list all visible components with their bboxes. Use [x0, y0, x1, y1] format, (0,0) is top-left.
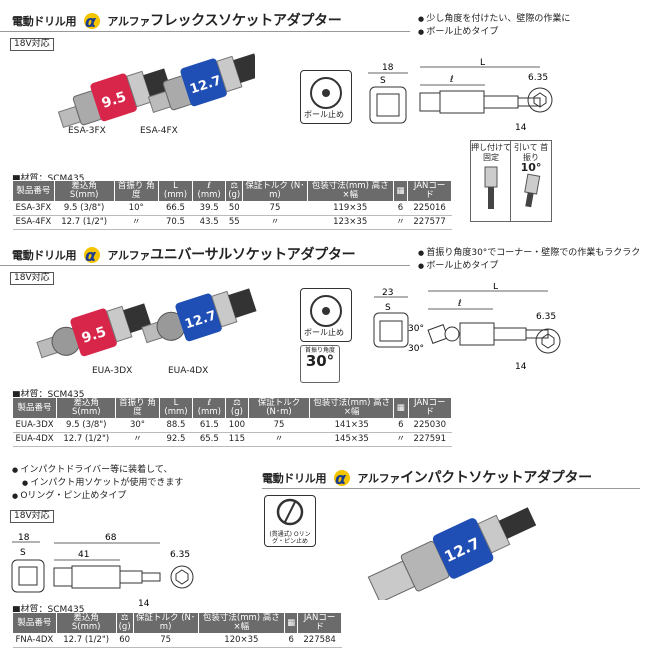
svg-text:14: 14	[138, 599, 150, 609]
section2-rule	[0, 265, 410, 266]
section1-tool-image: 9.5 12.7	[57, 53, 255, 128]
svg-text:L: L	[493, 283, 498, 292]
svg-text:18: 18	[382, 63, 394, 73]
weight-icon: ⚖	[233, 398, 241, 408]
table-header-row: 製品番号 差込角 S(mm) 首振り 角度 L (mm) ℓ (mm) ⚖(g)…	[12, 180, 452, 202]
section3-bullets: インパクトドライバー等に装着して、 インパクト用ソケットが使用できます Oリング…	[12, 464, 183, 503]
tool-label-eua-3dx: EUA-3DX	[92, 366, 133, 376]
svg-text:23: 23	[382, 288, 393, 298]
svg-text:68: 68	[105, 533, 117, 543]
section1-dimension-diagram: 18 S L ℓ 14 6.35	[368, 58, 553, 133]
svg-text:6.35: 6.35	[536, 312, 556, 322]
svg-text:S: S	[20, 548, 26, 558]
section3-title: 電動ドリル用 α アルファインパクトソケットアダプター	[262, 469, 592, 487]
svg-text:14: 14	[515, 362, 527, 372]
svg-text:ℓ: ℓ	[449, 75, 454, 85]
oring-pin-badge: (貫通式) Oリング・ピン止め	[264, 495, 316, 547]
col-header: ℓ (mm)	[192, 180, 227, 202]
section2-bullets: 首振り角度30°でコーナー・壁際での作業もラクラク ボール止めタイプ	[418, 247, 640, 273]
svg-text:α: α	[85, 12, 97, 30]
svg-text:18: 18	[18, 533, 30, 543]
section1-title-main: フレックスソケットアダプター	[150, 13, 342, 29]
section3-spec-table: 製品番号差込角 S(mm) ⚖(g) 保証トルク (N･m)包装寸法(mm) 高…	[12, 612, 342, 648]
pack-count-icon: ▦	[284, 612, 299, 634]
alpha-logo-icon: α	[83, 12, 100, 30]
section1-title-prefix: 電動ドリル用	[12, 15, 77, 28]
ball-stop-badge: ボール止め	[300, 70, 352, 124]
alpha-logo-icon: α	[333, 469, 350, 487]
pack-count-icon: ▦	[393, 397, 409, 419]
section2-voltage-tag: 18V対応	[10, 272, 54, 285]
col-header: 包装寸法(mm) 高さ×幅	[306, 180, 394, 202]
section1-title-alpha: アルファ	[107, 15, 151, 28]
col-header: 製品番号	[12, 180, 55, 202]
weight-header: ⚖(g)	[225, 180, 244, 202]
section3-voltage-tag: 18V対応	[10, 510, 54, 523]
pull-angle: 10°	[520, 161, 542, 174]
section1-bullets: 少し角度を付けたい、壁際の作業に ボール止めタイプ	[418, 13, 570, 39]
col-header: 首振り 角度	[113, 180, 159, 202]
socket-band	[90, 73, 137, 122]
push-lock-note: 押し付けて 固定	[470, 140, 512, 222]
section3-tool-image: 12.7	[367, 507, 537, 600]
tool-band-label: 9.5	[100, 89, 129, 112]
weight-header: ⚖(g)	[225, 397, 249, 419]
tool-label-esa-4fx: ESA-4FX	[140, 126, 178, 136]
tool-label-eua-4dx: EUA-4DX	[168, 366, 209, 376]
section1-rule	[0, 31, 410, 32]
section1-title: 電動ドリル用 α アルファフレックスソケットアダプター	[0, 7, 420, 30]
section3-rule	[262, 488, 640, 489]
svg-text:6.35: 6.35	[170, 550, 190, 560]
section3-dimension-diagram: 18 S 68 41 14 6.35	[11, 533, 194, 609]
svg-text:30°: 30°	[408, 324, 424, 334]
svg-text:α: α	[85, 246, 97, 264]
svg-text:S: S	[380, 76, 386, 86]
svg-text:41: 41	[78, 550, 89, 560]
svg-text:6.35: 6.35	[528, 73, 548, 83]
col-header: 保証トルク (N･m)	[242, 180, 308, 202]
weight-icon: ⚖	[120, 613, 129, 623]
section2-tool-image: 9.5 12.7	[36, 288, 257, 359]
tool-label-esa-3fx: ESA-3FX	[68, 126, 106, 136]
table-header-row: 製品番号差込角 S(mm) ⚖(g) 保証トルク (N･m)包装寸法(mm) 高…	[12, 612, 342, 634]
section1-voltage-tag: 18V対応	[10, 38, 54, 51]
svg-text:S: S	[385, 303, 391, 313]
section1-material: ■材質：SCM435	[12, 174, 85, 184]
ball-stop-label: ボール止め	[304, 110, 344, 119]
pack-count-icon: ▦	[392, 180, 409, 202]
section2-material: ■材質：SCM435	[12, 390, 85, 400]
ball-stop-badge: ボール止め	[300, 288, 352, 342]
bullet-item: 少し角度を付けたい、壁際の作業に	[418, 13, 570, 26]
section2-title: 電動ドリル用 α アルファユニバーサルソケットアダプター	[12, 246, 356, 264]
swing-angle-badge: 首振り角度 30°	[300, 345, 340, 383]
col-header: L (mm)	[157, 180, 194, 202]
bullet-item: ボール止めタイプ	[418, 26, 570, 39]
col-header: JANコード	[407, 180, 452, 202]
section2-dimension-diagram: 23 S L ℓ 30° 30° 14 6.35	[373, 283, 561, 372]
pull-swing-note: 引いて 首振り 10°	[510, 140, 552, 222]
svg-text:L: L	[480, 58, 485, 68]
svg-text:ℓ: ℓ	[457, 299, 462, 309]
svg-text:9.5: 9.5	[80, 324, 109, 347]
alpha-logo-icon: α	[83, 246, 100, 264]
section1-spec-table: 製品番号 差込角 S(mm) 首振り 角度 L (mm) ℓ (mm) ⚖(g)…	[12, 180, 452, 230]
section3-material: ■材質：SCM435	[12, 605, 85, 615]
svg-text:14: 14	[515, 123, 527, 133]
svg-text:30°: 30°	[408, 344, 424, 354]
weight-icon: ⚖	[230, 181, 239, 191]
weight-header: ⚖(g)	[115, 612, 134, 634]
svg-text:α: α	[335, 469, 347, 487]
col-header: 差込角 S(mm)	[53, 180, 115, 202]
